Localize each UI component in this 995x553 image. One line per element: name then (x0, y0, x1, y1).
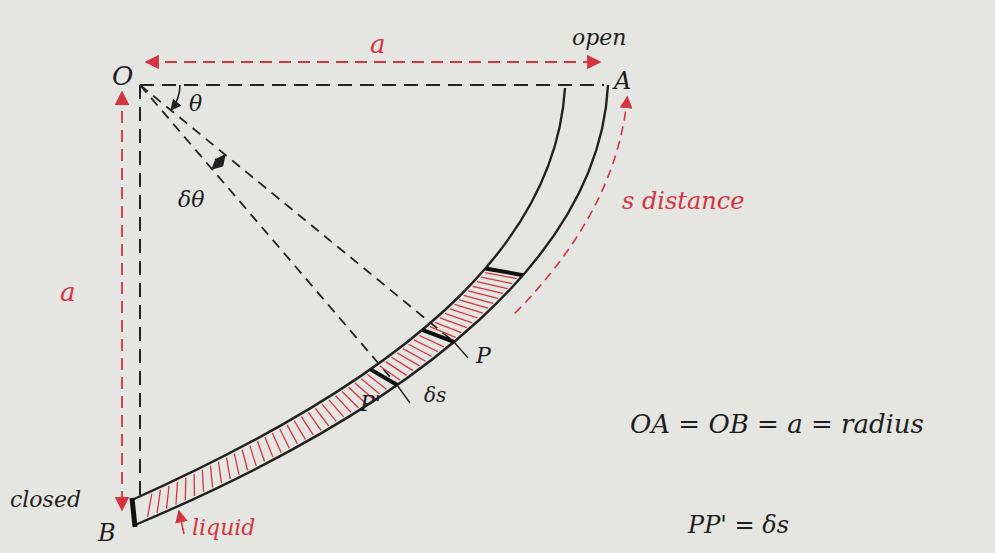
hatch-line (473, 286, 503, 293)
hatch-line (414, 340, 438, 352)
radius-op-prime (140, 85, 397, 385)
note-label: OA = OB = a = radius (630, 410, 924, 439)
element-bar (371, 369, 398, 385)
hatch-line (148, 494, 152, 517)
angle-label: δθ (178, 188, 205, 212)
hatch-line (234, 454, 239, 475)
hatch-line (403, 349, 426, 362)
arc-element-label: δs (424, 384, 446, 406)
theta-arc (171, 85, 180, 110)
hatch-line (226, 458, 230, 479)
note-label: closed (10, 488, 81, 512)
hatch-line (202, 470, 203, 492)
hatch-line (157, 490, 160, 513)
hatch-line (294, 421, 305, 440)
hatch-line (219, 462, 222, 484)
dimension-label: a (370, 30, 386, 59)
hatch-line (397, 353, 419, 366)
tick-p (454, 342, 468, 358)
dimension-a-top (146, 61, 600, 63)
hatch-line (250, 445, 256, 465)
hatch-line (391, 357, 413, 370)
hatch-line (477, 282, 508, 289)
point-label: O (112, 62, 133, 91)
hatch-line (287, 425, 297, 444)
closed-end (132, 498, 135, 527)
hatch-line (167, 486, 169, 509)
note-label: open (572, 26, 627, 50)
liquid-hatching (148, 273, 517, 517)
arc-length-label: s distance (622, 188, 744, 214)
point-label: P (476, 344, 491, 368)
hatch-line (176, 482, 177, 505)
point-label: A (614, 68, 631, 94)
point-label: P' (360, 392, 381, 416)
hatch-line (185, 478, 187, 500)
liquid-leader (179, 511, 184, 534)
note-label: liquid (192, 516, 255, 540)
angle-label: θ (189, 92, 202, 116)
hatch-line (386, 362, 407, 376)
note-label: PP' = δs (688, 512, 789, 538)
hatch-line (315, 408, 328, 426)
hatch-line (301, 417, 313, 435)
tube-outer-wall (135, 85, 608, 525)
radius-oa (140, 84, 604, 86)
radius-op (140, 85, 454, 342)
arc-length-s (512, 97, 627, 317)
hatch-line (265, 437, 273, 457)
hatch-line (481, 277, 512, 283)
element-bar (422, 330, 454, 342)
delta-theta-arc (212, 155, 225, 169)
hatch-line (193, 474, 195, 496)
hatch-line (272, 433, 281, 453)
element-bars (371, 268, 524, 385)
hatch-line (308, 412, 321, 430)
dimension-label: a (60, 278, 76, 307)
point-label: B (98, 520, 116, 546)
hatch-line (409, 344, 432, 356)
element-bar (485, 268, 523, 275)
hatch-line (280, 429, 290, 448)
tube-inner-wall (132, 88, 565, 500)
hatch-line (322, 404, 336, 421)
hatch-line (242, 449, 247, 470)
dimension-a-left (121, 92, 123, 510)
hatch-line (257, 441, 264, 461)
hatch-line (210, 466, 212, 488)
tick-p-prime (397, 385, 410, 403)
radius-ob (139, 85, 141, 496)
